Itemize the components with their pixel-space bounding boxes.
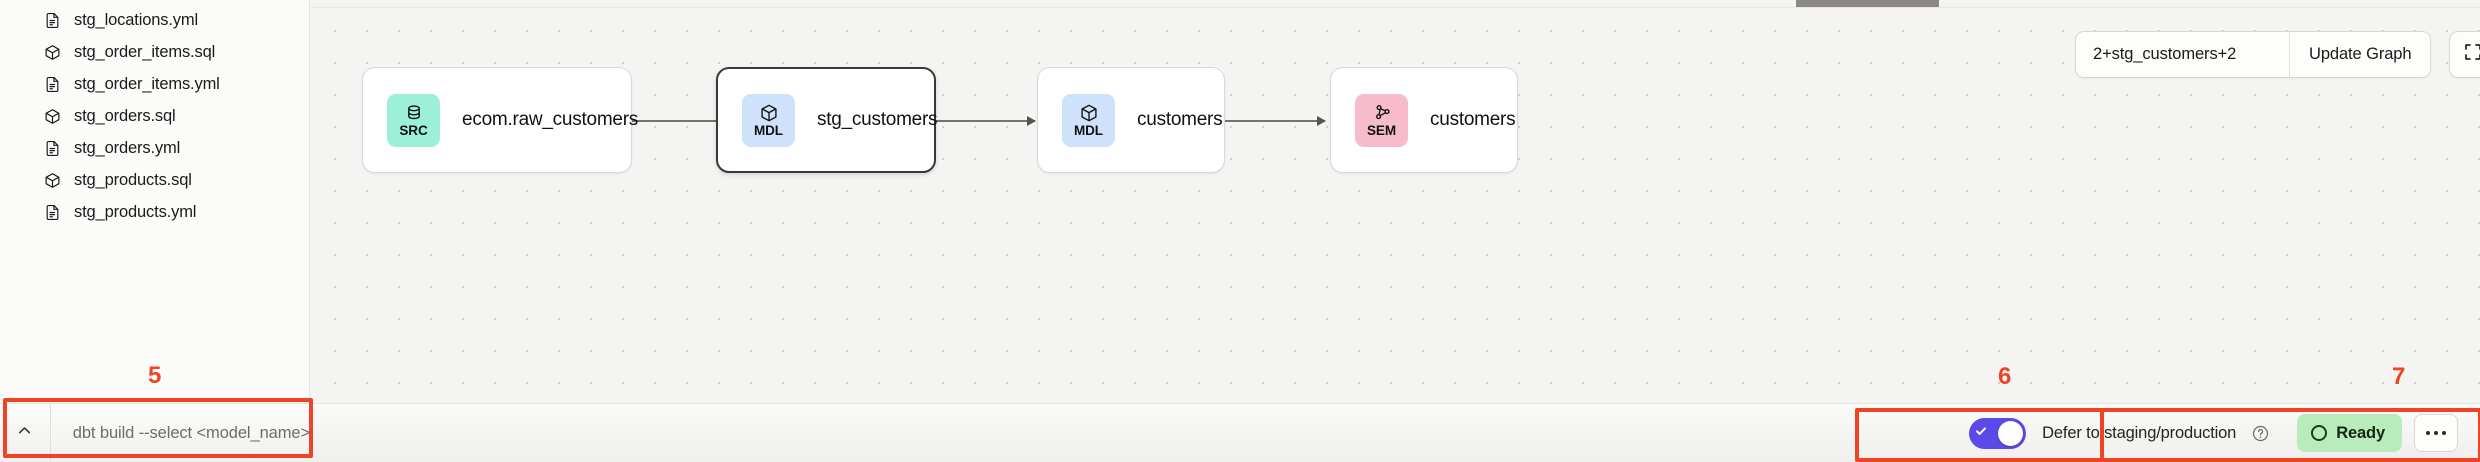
file-name: stg_orders.sql: [74, 106, 176, 125]
dbt-command-input[interactable]: dbt build --select <model_name>: [51, 404, 310, 462]
file-name: stg_order_items.sql: [74, 42, 216, 61]
node-badge-label: MDL: [754, 122, 783, 138]
lineage-graph-canvas[interactable]: 2+stg_customers+2 Update Graph: [310, 0, 2480, 462]
graph-selector-input[interactable]: 2+stg_customers+2: [2076, 32, 2290, 77]
node-badge-mdl: MDL: [742, 93, 795, 147]
more-options-icon: [2441, 430, 2447, 436]
node-label: customers: [1430, 109, 1516, 130]
list-item[interactable]: stg_products.yml: [0, 196, 309, 228]
cube-icon: [1079, 103, 1099, 123]
database-icon: [404, 103, 424, 123]
expand-icon: [2463, 42, 2480, 67]
edge-mdl-to-sem: [1225, 115, 1326, 126]
node-badge-src: SRC: [387, 93, 440, 147]
defer-label: Defer to staging/production: [2042, 423, 2237, 442]
node-label: customers: [1137, 109, 1223, 130]
command-bar: dbt build --select <model_name>: [0, 403, 310, 462]
file-name: stg_locations.yml: [74, 10, 199, 29]
list-item[interactable]: stg_orders.yml: [0, 132, 309, 164]
defer-toggle-group: Defer to staging/production: [1969, 417, 2269, 449]
list-item[interactable]: stg_order_items.sql: [0, 36, 309, 68]
graph-node-customers-semantic[interactable]: SEM customers: [1330, 67, 1518, 173]
file-list: stg_locations.yml stg_order_items.sql st…: [0, 0, 309, 228]
cube-icon: [759, 103, 779, 123]
cube-sql-icon: [44, 44, 61, 61]
graph-selector-value: 2+stg_customers+2: [2093, 45, 2237, 63]
edge-src-to-stg: [630, 115, 731, 126]
cube-sql-icon: [44, 108, 61, 125]
more-options-icon: [2433, 430, 2439, 436]
update-graph-button[interactable]: Update Graph: [2290, 32, 2431, 77]
selector-group: 2+stg_customers+2 Update Graph: [2075, 31, 2432, 78]
file-name: stg_order_items.yml: [74, 74, 220, 93]
file-yml-icon: [44, 12, 61, 29]
file-name: stg_orders.yml: [74, 138, 181, 157]
check-icon: [1974, 424, 1988, 443]
network-icon: [1372, 103, 1392, 123]
file-name: stg_products.yml: [74, 202, 197, 221]
command-placeholder: dbt build --select <model_name>: [72, 423, 310, 442]
node-badge-label: SRC: [399, 122, 428, 138]
canvas-top-divider: [310, 7, 2480, 8]
file-name: stg_products.sql: [74, 170, 192, 189]
graph-node-stg-customers[interactable]: MDL stg_customers: [716, 67, 938, 173]
graph-node-customers-model[interactable]: MDL customers: [1037, 67, 1225, 173]
node-badge-label: SEM: [1367, 122, 1396, 138]
file-yml-icon: [44, 76, 61, 93]
horizontal-scrollbar-thumb[interactable]: [1796, 0, 1939, 7]
node-badge-label: MDL: [1074, 122, 1103, 138]
file-yml-icon: [44, 204, 61, 221]
list-item[interactable]: stg_order_items.yml: [0, 68, 309, 100]
collapse-panel-button[interactable]: [0, 404, 51, 462]
question-circle-icon[interactable]: [2252, 425, 2269, 442]
status-badge[interactable]: Ready: [2297, 414, 2402, 452]
graph-node-src[interactable]: SRC ecom.raw_customers: [362, 67, 638, 173]
file-explorer-sidebar: stg_locations.yml stg_order_items.sql st…: [0, 0, 310, 462]
status-badge-label: Ready: [2336, 423, 2385, 442]
node-label: ecom.raw_customers: [462, 109, 639, 130]
more-options-icon: [2425, 430, 2431, 436]
file-yml-icon: [44, 140, 61, 157]
fullscreen-button[interactable]: [2449, 31, 2480, 78]
status-circle-icon: [2311, 425, 2328, 441]
more-options-button[interactable]: [2414, 414, 2458, 452]
node-badge-mdl: MDL: [1062, 93, 1115, 147]
toggle-knob: [1998, 420, 2024, 446]
node-label: stg_customers: [817, 109, 938, 130]
list-item[interactable]: stg_locations.yml: [0, 4, 309, 36]
list-item[interactable]: stg_orders.sql: [0, 100, 309, 132]
update-graph-label: Update Graph: [2309, 45, 2412, 63]
defer-toggle[interactable]: [1969, 417, 2027, 449]
list-item[interactable]: stg_products.sql: [0, 164, 309, 196]
node-badge-sem: SEM: [1355, 93, 1408, 147]
edge-stg-to-mdl: [935, 115, 1036, 126]
chevron-up-icon: [16, 422, 33, 444]
cube-sql-icon: [44, 172, 61, 189]
graph-toolbar: 2+stg_customers+2 Update Graph: [2075, 31, 2480, 78]
status-bar: Defer to staging/production Ready: [310, 403, 2480, 462]
